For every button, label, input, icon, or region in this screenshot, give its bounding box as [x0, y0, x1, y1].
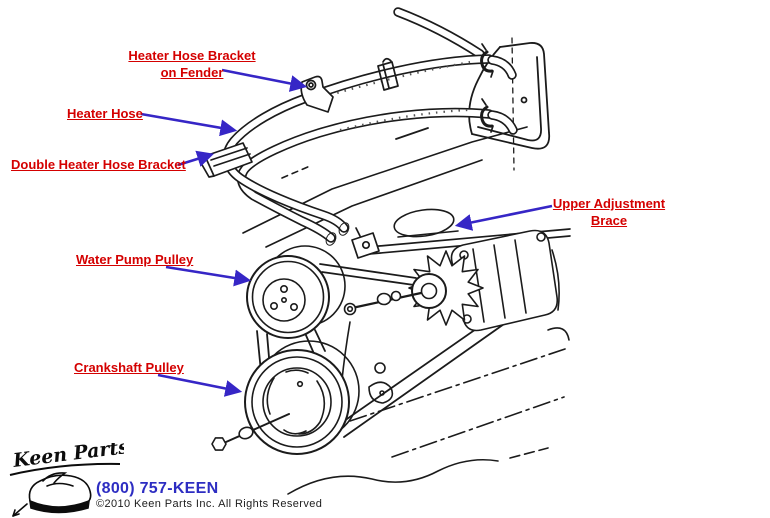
label-line: Crankshaft Pulley: [74, 360, 184, 375]
keen-parts-logo: Keen Parts: [9, 443, 124, 517]
label-line: on Fender: [160, 64, 224, 80]
logo-car-icon: [12, 472, 92, 517]
label-double-heater-hose-bracket[interactable]: Double Heater Hose Bracket: [11, 157, 186, 174]
label-upper-adjustment-brace[interactable]: Upper Adjustment Brace: [545, 196, 673, 229]
engine-block-drawing: [287, 321, 566, 495]
phone-number: (800) 757-KEEN: [96, 480, 219, 497]
logo-script-text: Keen Parts: [11, 443, 124, 472]
label-line: Heater Hose Bracket: [128, 48, 256, 63]
label-line: Upper Adjustment: [552, 196, 666, 211]
crank-bolt-drawing: [211, 413, 290, 451]
alternator-drawing: [343, 229, 559, 332]
engine-top-drawing: [242, 126, 570, 341]
water-pump-pulley-drawing: [246, 245, 346, 339]
label-line: Double Heater Hose Bracket: [11, 157, 186, 172]
label-line: Heater Hose: [67, 106, 143, 121]
crankshaft-pulley-drawing: [244, 340, 360, 455]
copyright-text: ©2010 Keen Parts Inc. All Rights Reserve…: [96, 498, 323, 510]
label-heater-hose-bracket-on-fender[interactable]: Heater Hose Bracket on Fender: [126, 48, 258, 81]
fender-panel-drawing: [395, 37, 551, 171]
label-crankshaft-pulley[interactable]: Crankshaft Pulley: [74, 360, 184, 377]
label-line: Brace: [590, 212, 628, 228]
label-water-pump-pulley[interactable]: Water Pump Pulley: [76, 252, 193, 269]
label-line: Water Pump Pulley: [76, 252, 194, 267]
label-heater-hose[interactable]: Heater Hose: [67, 106, 143, 123]
heater-hoses-drawing: [222, 54, 494, 246]
logo-flourish: [9, 462, 121, 476]
upper-hose-branch-drawing: [393, 7, 485, 59]
